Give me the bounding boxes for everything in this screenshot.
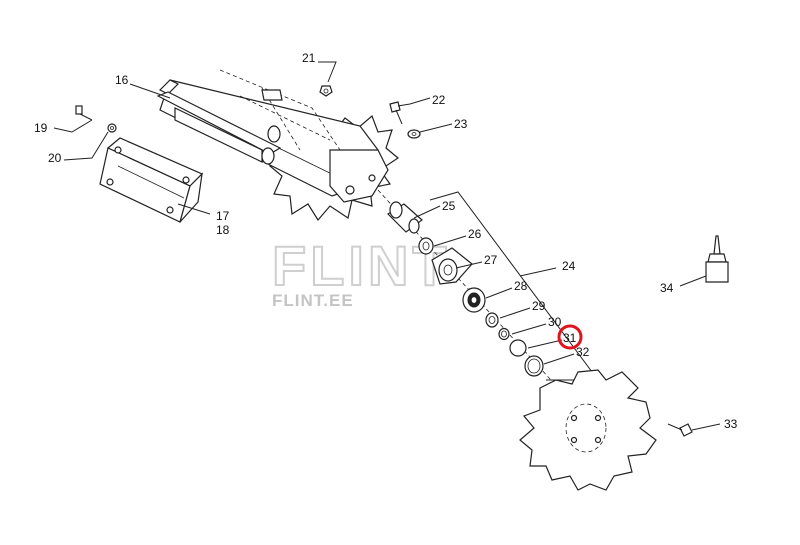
callout-31: 31 (563, 331, 577, 345)
bolt-33 (667, 423, 693, 437)
callout-23: 23 (454, 117, 468, 131)
lower-blade-disc (519, 369, 657, 491)
callout-22: 22 (432, 93, 446, 107)
callout-27: 27 (484, 253, 498, 267)
hub-assembly (377, 189, 561, 391)
callout-17: 17 (216, 209, 230, 223)
callout-18: 18 (216, 223, 230, 237)
frame-arm (156, 69, 389, 203)
callout-34: 34 (660, 281, 674, 295)
callout-26: 26 (468, 227, 482, 241)
callout-33: 33 (724, 417, 738, 431)
callout-29: 29 (532, 299, 546, 313)
bolt-22 (389, 101, 421, 139)
callout-25: 25 (442, 199, 456, 213)
callout-30: 30 (548, 315, 562, 329)
callout-21: 21 (302, 51, 316, 65)
callout-19: 19 (34, 121, 48, 135)
group-bracket-24 (429, 191, 599, 381)
guard-plate (99, 137, 204, 223)
threadlock-bottle-34 (705, 235, 729, 283)
highlight-ring-31 (557, 324, 583, 350)
watermark-flint-ee: FLINT.EE (272, 291, 354, 310)
callout-20: 20 (48, 151, 62, 165)
leader-lines (53, 61, 721, 431)
callout-32: 32 (576, 345, 590, 359)
callout-labels: 16 17 18 19 20 21 22 23 24 25 26 27 28 2… (34, 51, 738, 431)
watermark-flint: FLINT (272, 234, 451, 297)
watermark: FLINT FLINT.EE (271, 233, 451, 310)
callout-24: 24 (562, 259, 576, 273)
bolt-19 (75, 105, 117, 133)
callout-16: 16 (115, 73, 129, 87)
callout-28: 28 (514, 279, 528, 293)
nut-21 (319, 85, 333, 97)
